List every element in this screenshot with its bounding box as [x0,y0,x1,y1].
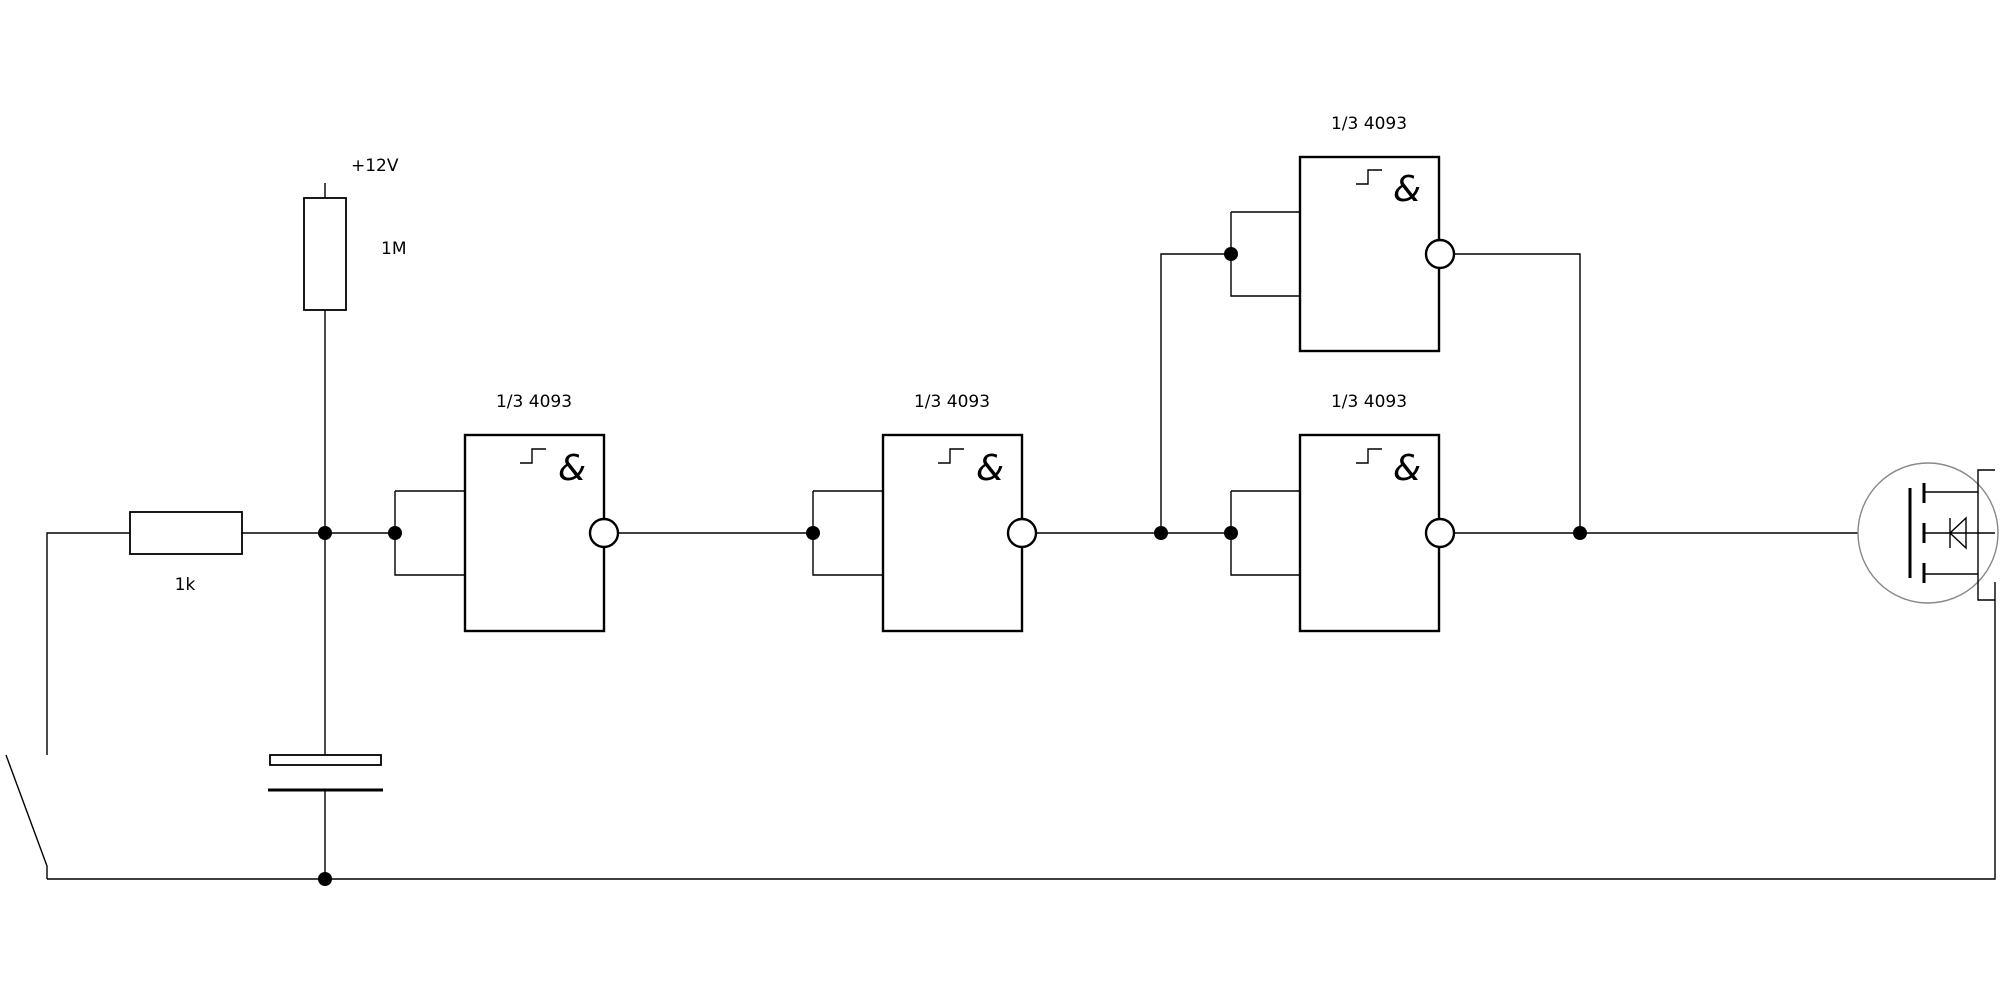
inverter-bubble-icon [1006,517,1038,549]
inverter-bubble-icon [588,517,620,549]
switch [5,754,48,879]
inverter-bubble-icon [1424,238,1456,270]
junction-dot-icon [1224,247,1238,261]
hysteresis-icon [520,448,546,464]
gate-1: 1/3 4093 & [463,392,620,633]
gate4-input-wire [1230,490,1300,576]
inverter-bubble-icon [1424,517,1456,549]
gate3-output-wire [1454,253,1581,533]
pullup-resistor: +12V 1M [303,156,406,311]
junction-dot-icon [1573,526,1587,540]
gate-2: 1/3 4093 & [881,392,1038,633]
mosfet-icon [1857,462,1999,604]
junction-dot-icon [318,526,332,540]
junction-dot-icon [388,526,402,540]
gate-2-symbol: & [976,448,1004,489]
junction-dot-icon [806,526,820,540]
gate-1-symbol: & [558,448,586,489]
gate-4: 1/3 4093 & [1298,392,1456,633]
gate-2-label: 1/3 4093 [914,392,990,412]
switch-icon [5,754,48,879]
ground-wire [47,582,1996,880]
switch-lead-wire [46,532,130,755]
gate1-input-wire [394,490,465,576]
supply-label: +12V [351,156,399,176]
capacitor-icon [268,754,383,792]
series-resistor-label: 1k [175,575,196,595]
junction-dot-icon [1154,526,1168,540]
junction-dot-icon [1224,526,1238,540]
series-resistor: 1k [129,511,243,595]
junction-dot-icon [318,872,332,886]
gate-4-symbol: & [1393,448,1421,489]
hysteresis-icon [938,448,964,464]
split-wire [1160,253,1231,533]
gate-3-symbol: & [1393,169,1421,210]
gate2-input-wire [812,490,883,576]
gate-4-label: 1/3 4093 [1331,392,1407,412]
gate3-input-wire [1230,211,1300,297]
gate-3: 1/3 4093 & [1298,114,1456,353]
pullup-resistor-label: 1M [381,239,406,259]
gate-3-label: 1/3 4093 [1331,114,1407,134]
hysteresis-icon [1356,448,1382,464]
gate-1-label: 1/3 4093 [496,392,572,412]
hysteresis-icon [1356,169,1382,185]
junctions [318,247,1587,886]
